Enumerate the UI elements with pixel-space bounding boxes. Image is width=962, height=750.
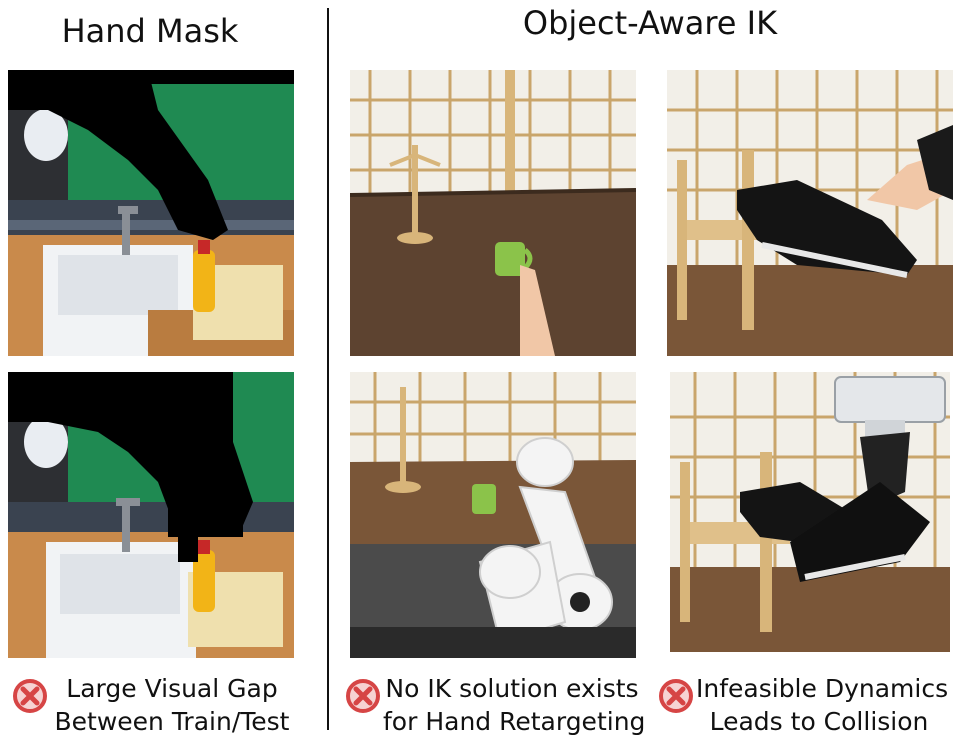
caption-infeasible-line2: Leads to Collision xyxy=(709,707,929,736)
hand-mask-title: Hand Mask xyxy=(61,12,239,50)
caption-infeasible-line1: Infeasible Dynamics xyxy=(696,674,949,703)
kitchen-hand-mask-top-image xyxy=(8,70,294,356)
red-x-circle-icon xyxy=(659,679,693,713)
section-divider xyxy=(327,8,329,730)
mug-human-hand-image xyxy=(350,70,636,356)
caption-visual-gap-line2: Between Train/Test xyxy=(54,707,290,736)
shoe-human-hand-image xyxy=(667,70,953,356)
caption-visual-gap-line1: Large Visual Gap xyxy=(66,674,278,703)
mug-robot-arm-image xyxy=(350,372,636,658)
object-aware-ik-title: Object-Aware IK xyxy=(522,4,778,42)
red-x-circle-icon xyxy=(346,679,380,713)
caption-no-ik-line2: for Hand Retargeting xyxy=(383,707,646,736)
caption-visual-gap: Large Visual Gap Between Train/Test xyxy=(10,672,294,738)
shoe-robot-gripper-image xyxy=(670,372,950,652)
kitchen-hand-mask-bottom-image xyxy=(8,372,294,658)
red-x-circle-icon xyxy=(13,679,47,713)
caption-no-ik-line1: No IK solution exists xyxy=(385,674,639,703)
caption-infeasible-dynamics: Infeasible Dynamics Leads to Collision xyxy=(656,672,949,738)
caption-no-ik-solution: No IK solution exists for Hand Retargeti… xyxy=(343,672,646,738)
